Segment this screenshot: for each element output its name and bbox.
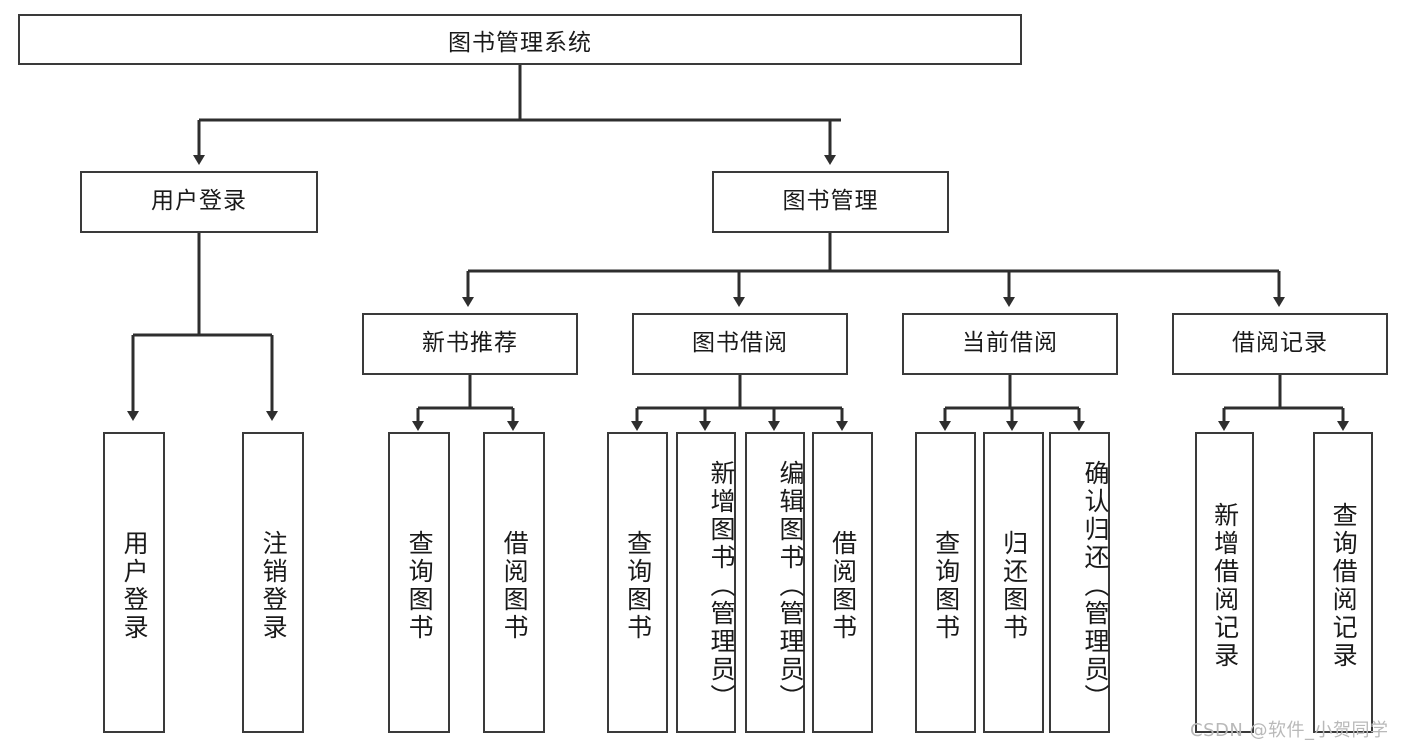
leaf-query-book-3[interactable]: 查询图书 [915, 432, 976, 733]
leaf-add-record-label: 新增借阅记录 [1210, 501, 1240, 670]
leaf-confirm-return[interactable]: 确认归还（管理员） [1049, 432, 1110, 733]
leaf-query-record[interactable]: 查询借阅记录 [1313, 432, 1373, 733]
node-current-borrow[interactable]: 当前借阅 [902, 313, 1118, 375]
leaf-borrow-book-1-label: 借阅图书 [500, 529, 530, 642]
leaf-query-book-3-label: 查询图书 [931, 529, 961, 642]
node-root[interactable]: 图书管理系统 [18, 14, 1022, 65]
leaf-confirm-return-label: 确认归还（管理员） [1081, 459, 1110, 712]
leaf-edit-book[interactable]: 编辑图书（管理员） [745, 432, 805, 733]
node-book-borrow[interactable]: 图书借阅 [632, 313, 848, 375]
node-new-book-recommend-label: 新书推荐 [422, 330, 518, 357]
leaf-borrow-book-1[interactable]: 借阅图书 [483, 432, 545, 733]
leaf-query-record-label: 查询借阅记录 [1329, 501, 1359, 670]
node-current-borrow-label: 当前借阅 [962, 330, 1058, 357]
leaf-return-book[interactable]: 归还图书 [983, 432, 1044, 733]
node-book-management[interactable]: 图书管理 [712, 171, 949, 233]
leaf-user-login-label: 用户登录 [120, 529, 150, 642]
csdn-watermark: CSDN @软件_小贺同学 [1190, 720, 1389, 741]
node-user-login[interactable]: 用户登录 [80, 171, 318, 233]
node-root-label: 图书管理系统 [448, 29, 592, 56]
leaf-borrow-book-2-label: 借阅图书 [828, 529, 858, 642]
leaf-add-book[interactable]: 新增图书（管理员） [676, 432, 736, 733]
node-book-borrow-label: 图书借阅 [692, 330, 788, 357]
leaf-user-logout[interactable]: 注销登录 [242, 432, 304, 733]
leaf-query-book-2-label: 查询图书 [623, 529, 653, 642]
node-book-management-label: 图书管理 [782, 188, 879, 215]
leaf-query-book-2[interactable]: 查询图书 [607, 432, 668, 733]
leaf-borrow-book-2[interactable]: 借阅图书 [812, 432, 873, 733]
leaf-add-record[interactable]: 新增借阅记录 [1195, 432, 1254, 733]
leaf-query-book-1[interactable]: 查询图书 [388, 432, 450, 733]
node-borrow-record-label: 借阅记录 [1232, 330, 1328, 357]
node-borrow-record[interactable]: 借阅记录 [1172, 313, 1388, 375]
node-user-login-label: 用户登录 [151, 188, 247, 215]
leaf-return-book-label: 归还图书 [999, 529, 1029, 642]
leaf-user-login[interactable]: 用户登录 [103, 432, 165, 733]
leaf-user-logout-label: 注销登录 [259, 529, 289, 642]
leaf-query-book-1-label: 查询图书 [405, 529, 435, 642]
leaf-edit-book-label: 编辑图书（管理员） [776, 459, 805, 712]
leaf-add-book-label: 新增图书（管理员） [707, 459, 736, 712]
node-new-book-recommend[interactable]: 新书推荐 [362, 313, 578, 375]
